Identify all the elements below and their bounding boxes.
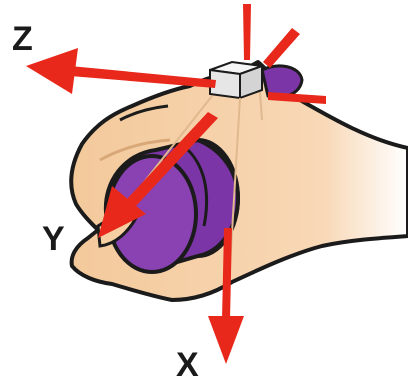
sensor-box bbox=[210, 62, 262, 98]
z-axis-label: Z bbox=[12, 20, 33, 58]
z-arrow-shaft bbox=[70, 66, 216, 88]
z-arrowhead bbox=[26, 48, 78, 94]
y-axis-label: Y bbox=[42, 220, 65, 258]
ray-up bbox=[243, 4, 251, 60]
ray-upper-right bbox=[263, 28, 300, 68]
x-axis-label: X bbox=[176, 346, 199, 383]
x-arrowhead bbox=[208, 316, 244, 364]
